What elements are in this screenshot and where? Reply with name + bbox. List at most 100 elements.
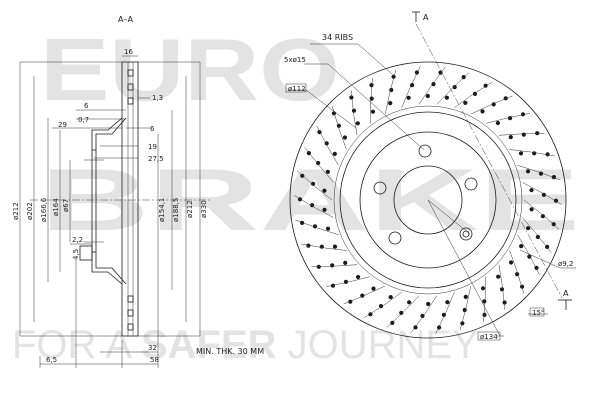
dim-58: 58 [150,356,159,364]
drilled-hole [371,286,376,291]
curved-vanes [293,66,563,334]
drilled-hole [332,151,337,156]
vane [343,285,386,305]
vane [485,113,531,124]
section-mark-bottom: A [563,289,569,298]
vane [295,219,339,235]
section-title: A–A [118,15,133,24]
drilled-hole [444,95,449,100]
drilled-hole [369,83,374,88]
drilled-hole [491,102,496,107]
vane [498,133,545,136]
drilled-hole [410,83,415,88]
drilled-hole [495,120,500,126]
drilled-hole [472,91,478,96]
drilled-hole [355,121,360,126]
vane [522,182,563,205]
drilled-hole [332,244,338,249]
bolt-hole [388,231,402,245]
dia-188-5: ø188,5 [172,198,180,222]
drilled-hole [508,135,513,140]
drilled-hole [330,263,335,268]
drilled-hole [325,226,331,231]
drilled-holes [297,70,559,330]
drilled-hole [388,295,393,300]
vane [401,66,421,108]
drilled-hole [509,260,514,265]
bolt-hole [373,181,387,195]
drilled-hole [316,264,321,269]
section-view: A–A [12,15,210,368]
dia-67: ø67 [62,199,70,212]
drilled-hole [521,132,526,137]
drilled-hole [310,203,315,208]
dia-330: ø330 [200,200,208,218]
drilled-hole [525,169,531,174]
drilled-hole [503,96,508,101]
dia-166-6: ø166,6 [40,197,48,222]
drilled-hole [330,283,336,288]
dia-212-right: ø212 [186,200,194,218]
section-dim-lines [19,55,201,368]
drilled-hole [311,181,316,186]
vane [470,95,513,115]
min-thickness-note: MIN. THK. 30 MM [196,347,264,356]
drilled-hole [480,109,485,114]
vane [517,234,540,275]
drilled-hole [425,93,430,99]
vane [436,72,470,105]
drilled-hole [324,141,329,146]
drilled-hole [426,301,431,307]
vane [304,147,334,183]
vane [311,264,358,267]
drilled-hole [452,85,457,90]
vane [350,90,358,136]
disc-outer-edge [289,61,567,339]
drilled-hole [529,207,534,212]
dim-29: 29 [58,121,67,129]
vane [498,264,506,310]
drilled-hole [343,260,348,265]
dim-19: 19 [148,143,157,151]
watermark: EURO BRAKE FOR A SAFER JOURNEY [12,20,580,367]
bolt-holes [373,144,478,245]
dia-154-1: ø154,1 [158,198,166,222]
drilled-hole [378,304,384,309]
dim-0-7: 0,7 [78,116,89,124]
drilled-hole [322,188,327,193]
vane [517,165,561,181]
drilled-hole [441,312,446,317]
bolt-hole [418,144,432,158]
drilled-hole [532,151,537,156]
watermark-slogan: FOR A SAFER JOURNEY [12,323,479,367]
drilled-hole [406,95,411,100]
drilled-hole [399,310,404,315]
drilled-hole [343,279,348,284]
vane [331,106,347,150]
drilled-hole [351,108,357,113]
drilled-hole [541,192,547,197]
vane [363,292,402,319]
friction-inner-edge [333,105,523,295]
drilled-hole [551,175,557,180]
drilled-hole [316,160,321,166]
dim-27-5: 27,5 [148,155,164,163]
drilled-hole [527,254,532,259]
hat-outer-edge [339,111,517,289]
vane [454,81,493,108]
drilled-hole [529,188,534,193]
drilled-hole [463,100,468,105]
dia-164: ø164 [52,198,60,216]
drilled-hole [545,152,550,157]
drilled-hole [322,207,327,212]
drilled-hole [508,116,513,121]
vane [293,195,334,218]
front-leaders [288,43,576,337]
drilled-hole [482,299,487,304]
drilled-hole [518,151,524,156]
vane [459,285,472,331]
vane [435,292,455,334]
bolt-hole [464,177,478,191]
